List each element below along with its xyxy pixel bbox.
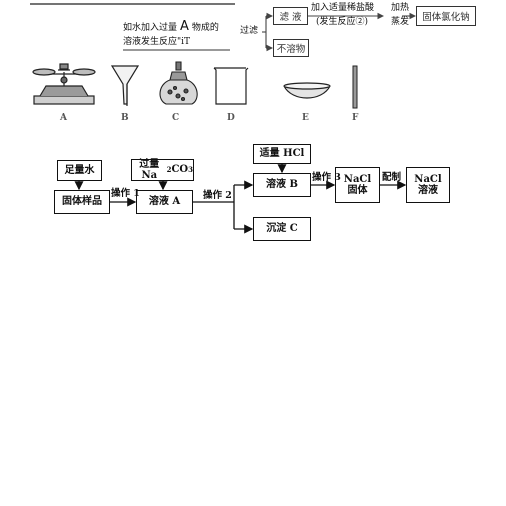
solution-a-box: 溶液 A [136, 190, 193, 214]
op2-label: 操作 2 [203, 190, 232, 201]
note-line-2: 溶液发生反应"iT [123, 37, 191, 47]
apparatus-label-b: B [121, 113, 129, 123]
nacl-solid-box: NaCl 固体 [335, 167, 380, 203]
note-line-1-post: 物成的 [191, 23, 219, 33]
reagent-mid: CO [171, 164, 189, 176]
insoluble-box: 不溶物 [273, 39, 309, 57]
heat-line-1: 加热 [391, 3, 410, 13]
add-acid-line-1: 加入适量稀盐酸 [311, 3, 375, 13]
guolv-label: 过滤 [240, 26, 259, 36]
reagent-pre: 过量 Na [139, 158, 160, 182]
nacl-solution-line-2: 溶液 [418, 185, 438, 196]
hcl-box: 适量 HCl [253, 144, 311, 164]
add-acid-line-2: (发生反应②) [316, 17, 369, 27]
funnel-icon [110, 65, 140, 106]
reagent-sub-2: 3 [188, 164, 193, 174]
filtrate-box: 滤 液 [273, 7, 308, 25]
apparatus-label-f: F [352, 113, 359, 123]
heat-line-2: 蒸发 [391, 17, 410, 27]
nacl-solid-line-2: 固体 [347, 185, 368, 196]
apparatus-label-d: D [227, 113, 235, 123]
apparatus-label-c: C [172, 113, 180, 123]
bottom-flow-lines [74, 164, 407, 234]
nacl-solution-box: NaCl 溶液 [406, 167, 450, 203]
op1-label: 操作 1 [111, 188, 140, 199]
sample-box: 固体样品 [54, 190, 110, 214]
precipitate-box: 沉淀 C [253, 217, 311, 241]
nacl-solid-line-1: NaCl [343, 173, 372, 185]
balance-icon [32, 63, 96, 105]
note-line-1-pre: 如水加入过量 [123, 23, 178, 33]
glass-rod-icon [352, 65, 358, 109]
apparatus-label-e: E [302, 113, 309, 123]
evaporating-dish-icon [283, 82, 331, 99]
water-box: 足量水 [57, 160, 102, 181]
apparatus-label-a: A [60, 113, 67, 123]
prepare-label: 配制 [382, 172, 402, 183]
reagent-sub-1: 2 [166, 164, 172, 174]
op3-label: 操作 3 [312, 172, 341, 183]
alcohol-lamp-icon [159, 61, 198, 105]
top-flow-lines [262, 12, 417, 52]
note-big-letter: A [180, 19, 189, 34]
product-box: 固体氯化钠 [416, 6, 476, 26]
nacl-solution-line-1: NaCl [414, 173, 442, 185]
solution-b-box: 溶液 B [253, 173, 311, 197]
beaker-icon [213, 67, 249, 105]
